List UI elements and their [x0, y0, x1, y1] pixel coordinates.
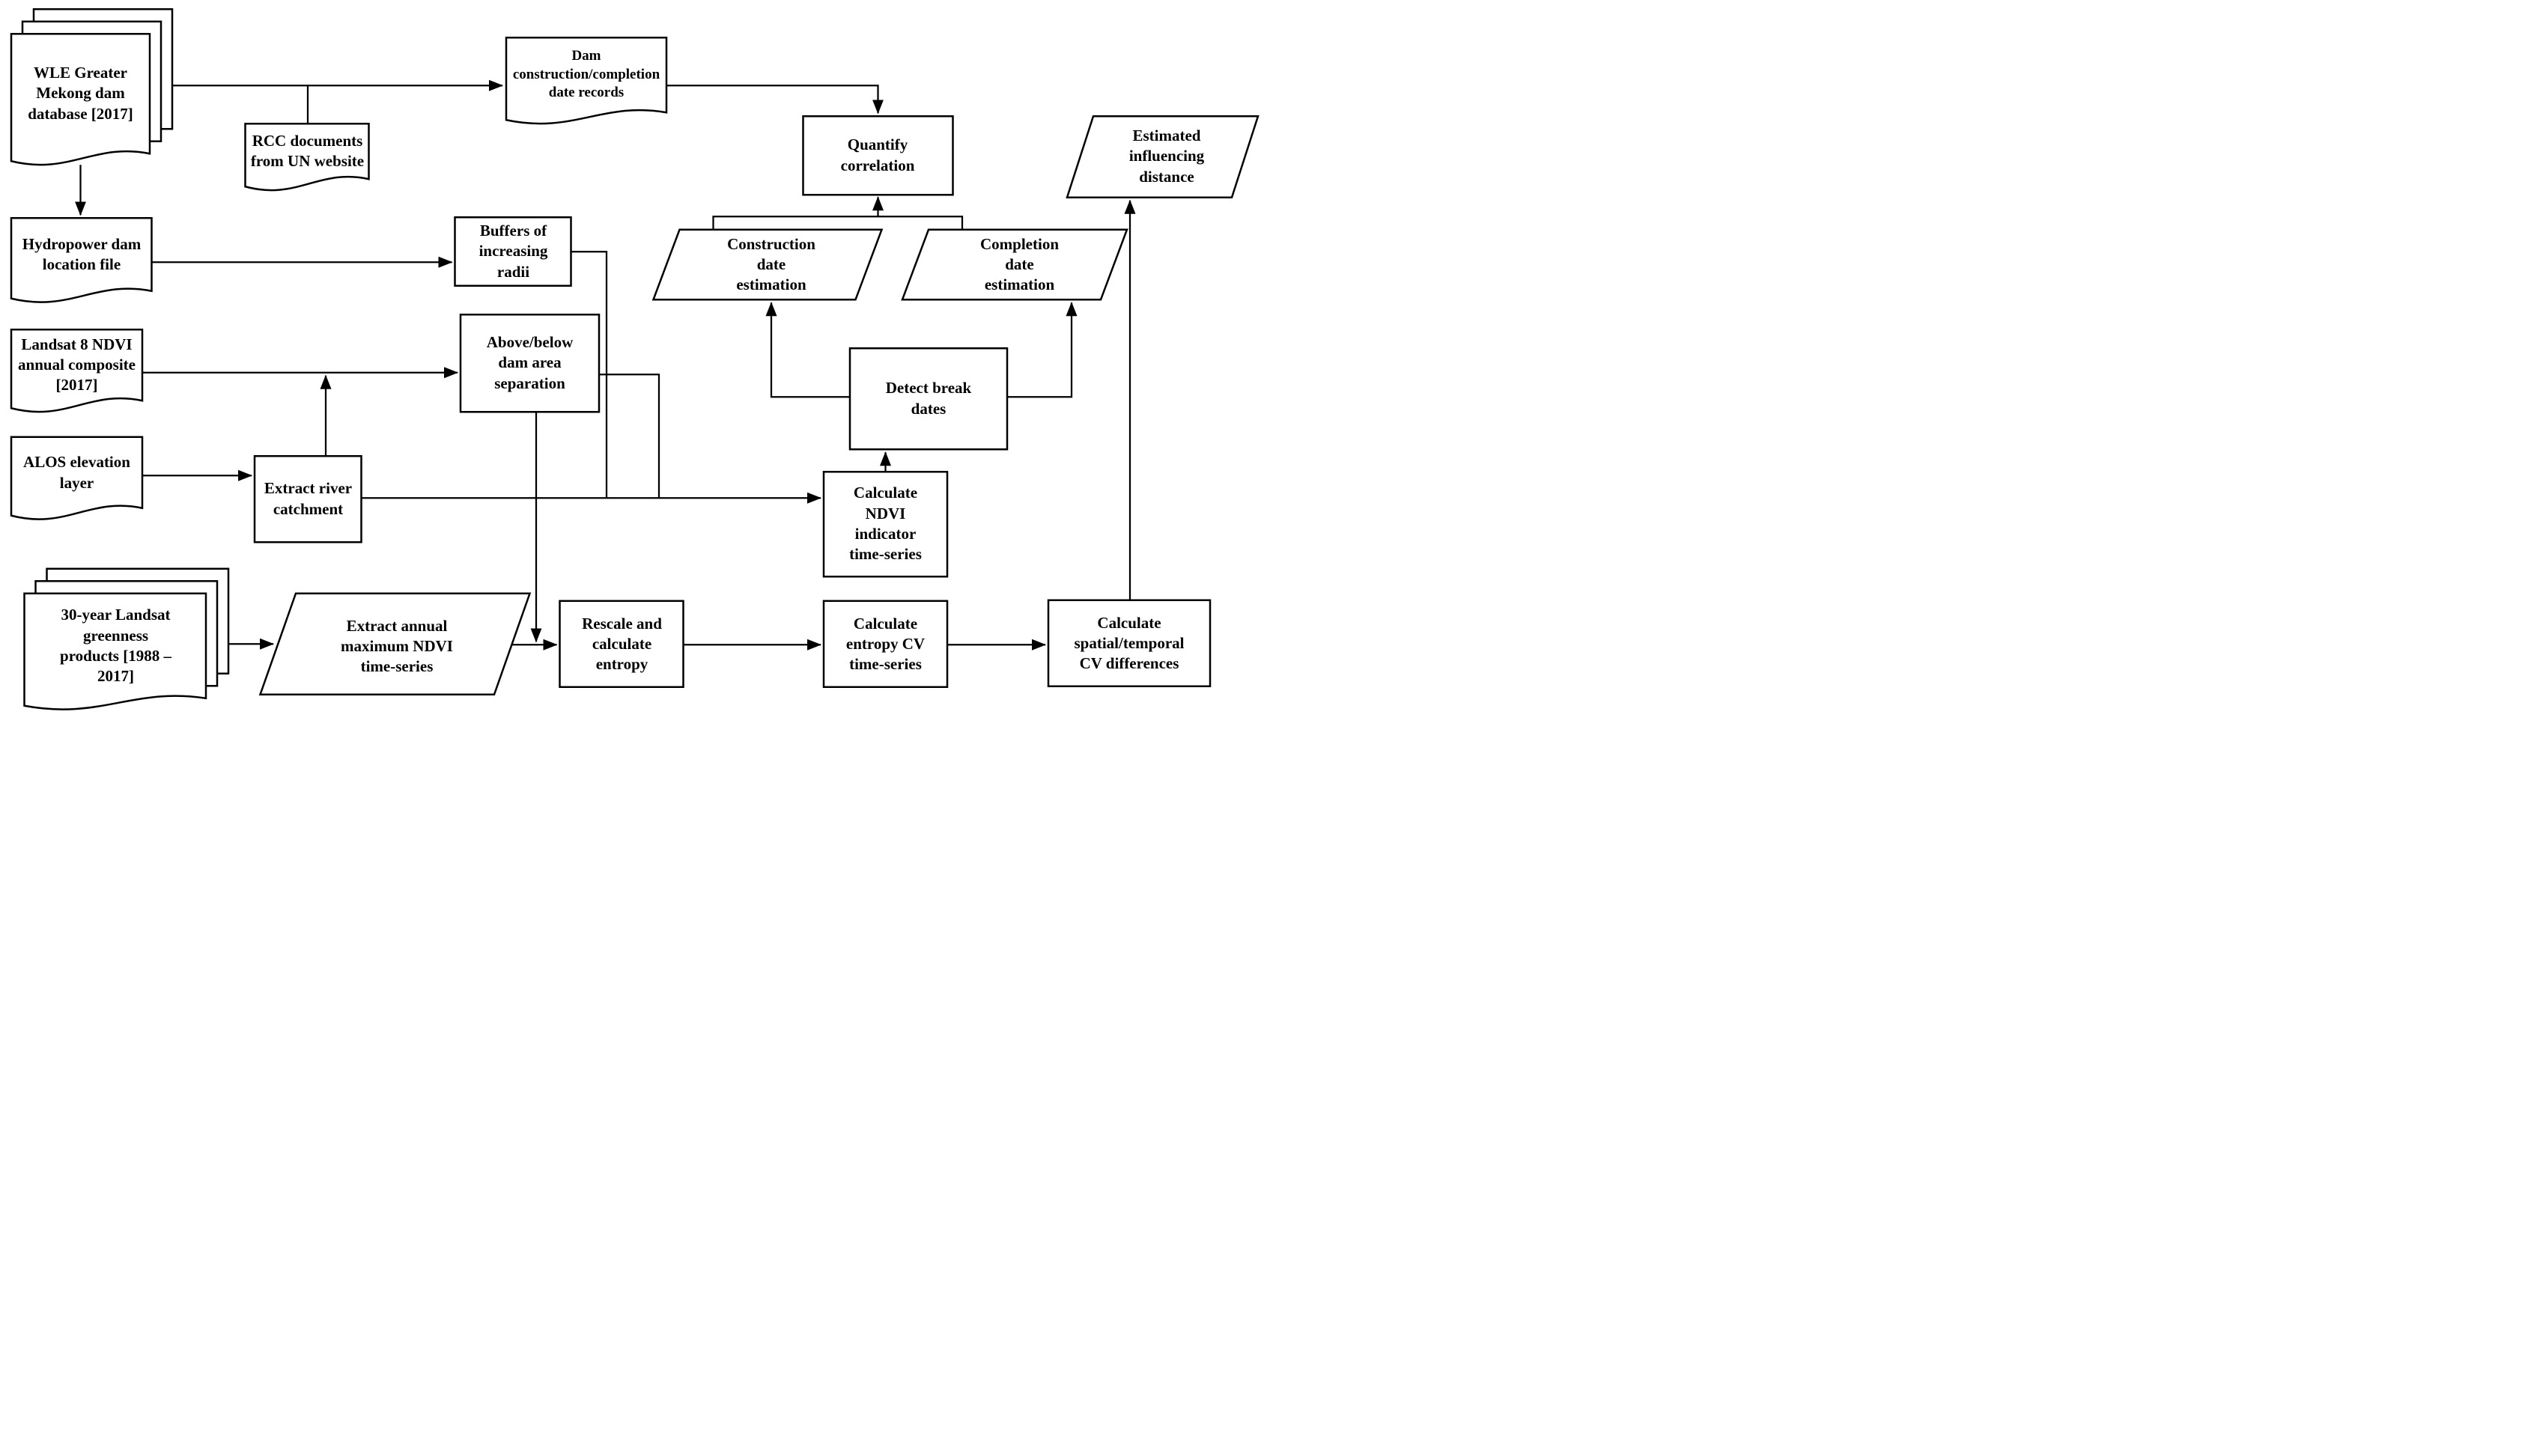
connector-estimation-trunk — [712, 216, 964, 230]
node-rcc-doc-shape — [244, 123, 370, 192]
node-alos-shape — [10, 436, 144, 520]
node-construction-shape — [651, 228, 884, 301]
node-detect-break-shape — [848, 347, 1009, 451]
connector-detect-to-completion — [1007, 302, 1078, 398]
node-hydro-file-shape — [10, 217, 153, 303]
node-calc-spatial-shape — [1047, 599, 1212, 687]
node-buffers-shape — [454, 216, 572, 287]
node-completion-shape — [901, 228, 1128, 301]
node-stack30-shape — [23, 567, 230, 710]
connector-buffers-down-join — [571, 251, 608, 498]
connector-detect-to-construction — [765, 302, 850, 398]
node-quantify-shape — [802, 115, 954, 196]
node-layer — [10, 8, 1260, 710]
connector-layer — [75, 79, 1136, 651]
node-est-distance-shape — [1066, 115, 1260, 198]
node-landsat8-shape — [10, 329, 144, 413]
node-dam-records-shape — [505, 37, 668, 125]
node-wle-db-shape — [10, 8, 174, 166]
node-entropy-cv-shape — [822, 600, 949, 688]
node-rescale-shape — [559, 600, 684, 688]
document-icon — [23, 592, 207, 710]
node-calc-ndvi-shape — [822, 471, 949, 578]
connector-dam-records-to-quantify — [666, 85, 884, 115]
node-extract-annual-shape — [258, 592, 532, 695]
flowchart: WLE Greater Mekong dam database [2017] R… — [0, 0, 1268, 728]
node-above-below-shape — [459, 314, 601, 413]
flowchart-canvas — [10, 8, 1260, 710]
node-extract-river-shape — [253, 455, 362, 543]
connector-above-below-right-join — [599, 374, 660, 498]
document-icon — [10, 33, 151, 166]
